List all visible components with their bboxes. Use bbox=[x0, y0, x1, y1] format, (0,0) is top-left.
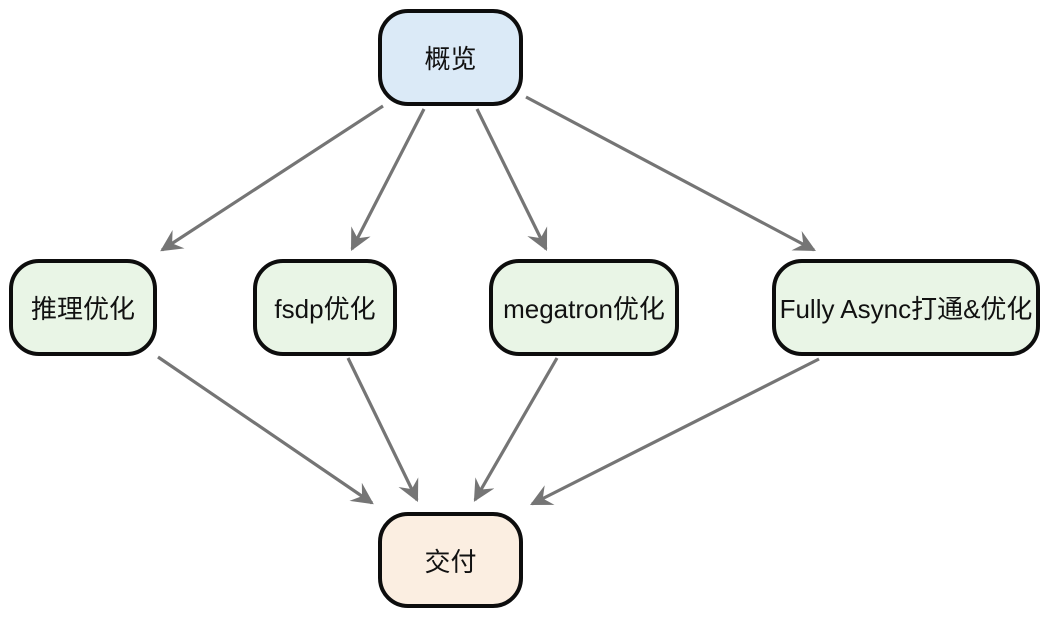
node-inference-optimization-label: 推理优化 bbox=[30, 294, 135, 324]
node-fsdp-optimization-label: fsdp优化 bbox=[274, 294, 376, 324]
edge-fullyasync-to-delivery bbox=[530, 357, 820, 506]
node-delivery[interactable]: 交付 bbox=[378, 512, 523, 608]
edge-overview-to-fullyasync bbox=[525, 95, 816, 252]
node-fsdp-optimization[interactable]: fsdp优化 bbox=[253, 259, 397, 356]
node-overview[interactable]: 概览 bbox=[378, 9, 523, 106]
edge-overview-to-megatron bbox=[475, 108, 548, 251]
edge-megatron-to-delivery bbox=[473, 357, 559, 502]
node-fully-async-optimization[interactable]: Fully Async打通&优化 bbox=[772, 259, 1040, 356]
node-megatron-optimization[interactable]: megatron优化 bbox=[489, 259, 679, 356]
node-delivery-label: 交付 bbox=[424, 546, 477, 577]
edge-inference-to-delivery bbox=[157, 355, 374, 505]
node-inference-optimization[interactable]: 推理优化 bbox=[9, 259, 157, 356]
node-fully-async-optimization-label: Fully Async打通&优化 bbox=[779, 294, 1033, 324]
edge-overview-to-inference bbox=[160, 104, 384, 252]
node-megatron-optimization-label: megatron优化 bbox=[503, 294, 665, 324]
edge-fsdp-to-delivery bbox=[346, 357, 419, 502]
edge-overview-to-fsdp bbox=[350, 108, 426, 251]
node-overview-label: 概览 bbox=[424, 44, 477, 74]
